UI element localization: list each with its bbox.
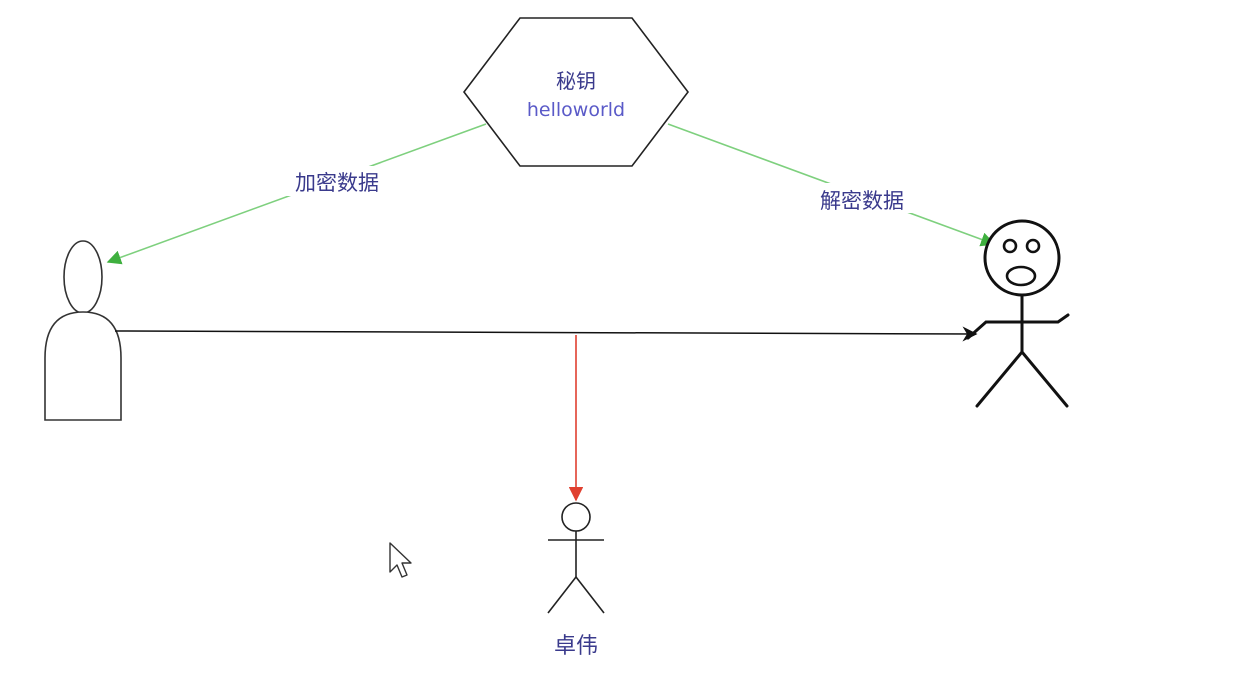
decrypt-label: 解密数据 [820,189,904,213]
eavesdropper-left-leg [547,576,577,614]
receiver-mouth [1005,265,1037,287]
encrypt-label-bg [284,166,390,196]
key-node: 秘钥 helloworld [462,17,690,167]
key-hexagon [462,17,690,167]
key-title: 秘钥 [556,69,596,93]
sender-body [44,311,122,421]
encrypt-edge: 加密数据 [106,123,487,265]
receiver-stick-figure-icon [966,219,1070,408]
decrypt-edge: 解密数据 [667,123,996,247]
sender-person-icon [44,240,122,421]
receiver-right-eye [1025,238,1041,254]
receiver-arms [966,313,1070,340]
mouse-pointer-icon [389,542,412,578]
eavesdropper-stick-figure-icon [547,502,605,614]
eavesdropper-label: 卓伟 [554,634,598,659]
receiver-left-eye [1002,238,1018,254]
transmission-arrow [114,326,978,342]
eavesdropper-head [561,502,591,532]
sender-head [63,240,103,314]
receiver-left-leg [975,350,1024,408]
decrypt-label-bg [808,183,916,213]
eavesdropper-right-leg [575,576,605,614]
receiver-right-leg [1020,350,1069,408]
encrypt-label: 加密数据 [295,171,379,195]
key-value: helloworld [527,99,625,121]
